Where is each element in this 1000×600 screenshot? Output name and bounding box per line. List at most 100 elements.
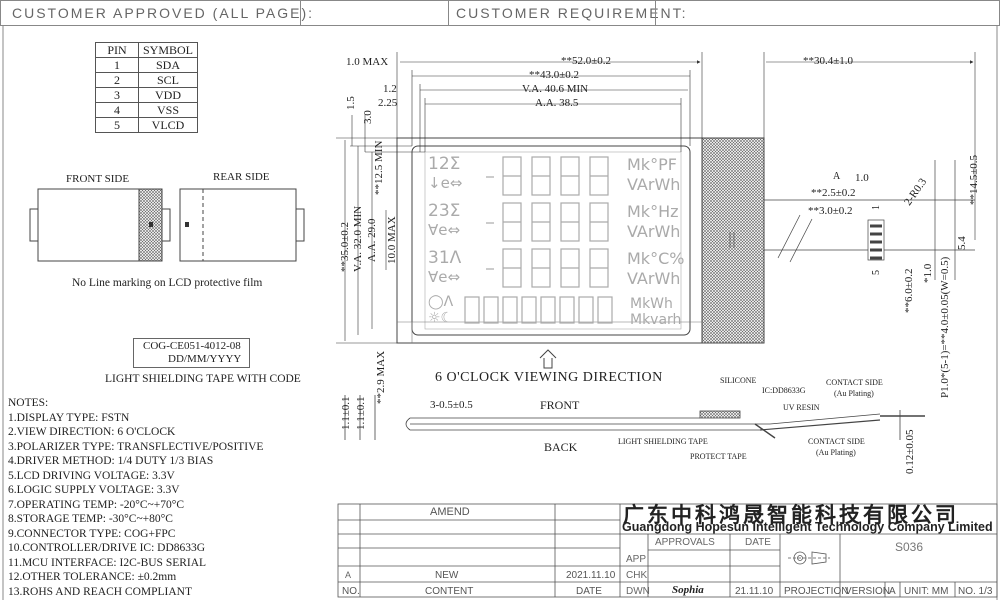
date2-label: DATE (576, 586, 602, 597)
notes-block: NOTES: 1.DISPLAY TYPE: FSTN 2.VIEW DIREC… (8, 396, 263, 599)
dim-aa-29: A.A. 29.0 (366, 218, 378, 262)
note-item: 10.CONTROLLER/DRIVE IC: DD8633G (8, 542, 206, 554)
chk-label: CHK (626, 570, 648, 581)
note-item: 5.LCD DRIVING VOLTAGE: 3.3V (8, 469, 175, 482)
dim-1-0-b: 1.0 (855, 172, 869, 184)
dim-10-max: 10.0 MAX (386, 216, 398, 264)
dim-va-32: V.A. 32.0 MIN (352, 205, 364, 272)
dim-2-25: 2.25 (378, 97, 398, 109)
note-item: 2.VIEW DIRECTION: 6 O'CLOCK (8, 426, 176, 438)
projection-label: PROJECTION (784, 586, 849, 597)
version-label: VERSION (845, 586, 891, 597)
no-line-note: No Line marking on LCD protective film (72, 277, 263, 289)
title-block (337, 503, 998, 598)
code-line-1: COG-CE051-4012-08 (143, 340, 241, 352)
header-divider (448, 0, 449, 26)
dim-5-4: 5.4 (956, 236, 968, 250)
note-item: 11.MCU INTERFACE: I2C-BUS SERIAL (8, 556, 207, 569)
dim-2-9: **2.9 MAX (375, 350, 387, 404)
lcd-row1-right1: Mk°PF (627, 155, 677, 174)
note-item: 12.OTHER TOLERANCE: ±0.2mm (8, 571, 177, 583)
front-side-label: FRONT SIDE (66, 173, 130, 185)
signature: Sophia (672, 584, 704, 596)
dim-1-0-max: 1.0 MAX (346, 56, 389, 68)
pin-symbol: VDD (137, 87, 199, 103)
dim-12-5: **12.5 MIN (373, 140, 385, 195)
dim-1-5: 1.5 (345, 96, 357, 110)
code-caption: LIGHT SHIELDING TAPE WITH CODE (105, 373, 301, 385)
contact-bot-1: CONTACT SIDE (808, 437, 865, 446)
dim-3-0-b: **3.0±0.2 (808, 205, 853, 217)
lcd-row2-right1: Mk°Hz (627, 202, 679, 221)
note-item: 4.DRIVER METHOD: 1/4 DUTY 1/3 BIAS (8, 455, 214, 467)
dimension-lines (336, 52, 976, 344)
note-item: 9.CONNECTOR TYPE: COG+FPC (8, 527, 176, 540)
page-number: NO. 1/3 (958, 586, 993, 597)
lcd-row4-left2: ☼☾ (428, 310, 454, 326)
note-item: 13.ROHS AND REACH COMPLIANT (8, 585, 193, 598)
lcd-row4-right1: MkWh (630, 296, 673, 312)
code-line-2: DD/MM/YYYY (168, 353, 242, 365)
version-value: A (889, 586, 896, 597)
viewing-direction: 6 O'CLOCK VIEWING DIRECTION (435, 370, 663, 385)
no-label: NO. (342, 586, 360, 597)
dim-3-0: 3.0 (362, 110, 374, 124)
viewing-arrow (539, 349, 557, 369)
contact-bot-2: (Au Plating) (816, 448, 856, 457)
triangle-a-label: A (833, 171, 841, 182)
side-back: BACK (544, 440, 578, 454)
ic-label: IC:DD8633G (762, 386, 806, 395)
lcd-row1-left2: ↓e⇔ (428, 174, 463, 192)
lcd-row1-right2: VArWh (627, 175, 681, 194)
side-view (344, 395, 925, 440)
dim-pitch: P1.0*(5-1)=**4.0±0.05(W=0.5) (939, 256, 951, 398)
rev-a-marker: A (345, 570, 352, 580)
dim-30-4: **30.4±1.0 (803, 55, 854, 67)
lcd-row3-left2: ∀e⇔ (428, 268, 461, 286)
dim-1-2: 1.2 (383, 83, 397, 95)
dim-va-40: V.A. 40.6 MIN (522, 83, 589, 95)
lcd-row3-right2: VArWh (627, 269, 681, 288)
company-en: Guangdong Hopesun Intelligent Technology… (622, 520, 993, 534)
dim-1-1-a: 1.1±0.1 (340, 396, 352, 430)
pin-5-label: 5 (871, 270, 882, 275)
rear-side-figure (179, 188, 305, 262)
date-label: DATE (745, 537, 771, 548)
sign-date: 21.11.10 (735, 586, 774, 597)
shield-tape-label: LIGHT SHIELDING TAPE (618, 437, 708, 446)
part-number: S036 (895, 540, 924, 554)
content-label: CONTENT (425, 586, 474, 597)
note-item: 3.POLARIZER TYPE: TRANSFLECTIVE/POSITIVE (8, 440, 264, 453)
pin-symbol: SDA (137, 57, 199, 73)
dim-1-1-b: 1.1±0.1 (355, 396, 367, 430)
dim-6-0: **6.0±0.2 (903, 268, 915, 313)
company-cn: 广东中科鸿晟智能科技有限公司 (623, 503, 959, 527)
dim-3-05: 3-0.5±0.5 (430, 399, 473, 411)
rear-side-label: REAR SIDE (213, 171, 270, 183)
lcd-outline (396, 137, 765, 344)
new-label: NEW (435, 570, 459, 581)
approvals-label: APPROVALS (655, 537, 715, 548)
dim-52: **52.0±0.2 (561, 55, 612, 67)
lcd-row1-left: 12Σ (428, 154, 461, 174)
protect-tape-label: PROTECT TAPE (690, 452, 747, 461)
lcd-row3-right1: Mk°C% (627, 249, 685, 268)
uv-resin-label: UV RESIN (783, 403, 820, 412)
dim-14-5: **14.5±0.5 (968, 154, 980, 205)
dwn-label: DWN (626, 586, 650, 597)
customer-requirement-label: CUSTOMER REQUIREMENT: (456, 5, 688, 21)
header-divider (655, 0, 656, 26)
note-item: 6.LOGIC SUPPLY VOLTAGE: 3.3V (8, 484, 180, 496)
note-item: 1.DISPLAY TYPE: FSTN (8, 411, 130, 424)
app-label: APP (626, 554, 647, 565)
pin-symbol: VLCD (137, 117, 199, 133)
dim-aa-38: A.A. 38.5 (535, 97, 579, 109)
front-side-figure (29, 188, 171, 262)
dim-2-5: **2.5±0.2 (811, 187, 856, 199)
dim-1-0-c: *1.0 (922, 263, 934, 283)
